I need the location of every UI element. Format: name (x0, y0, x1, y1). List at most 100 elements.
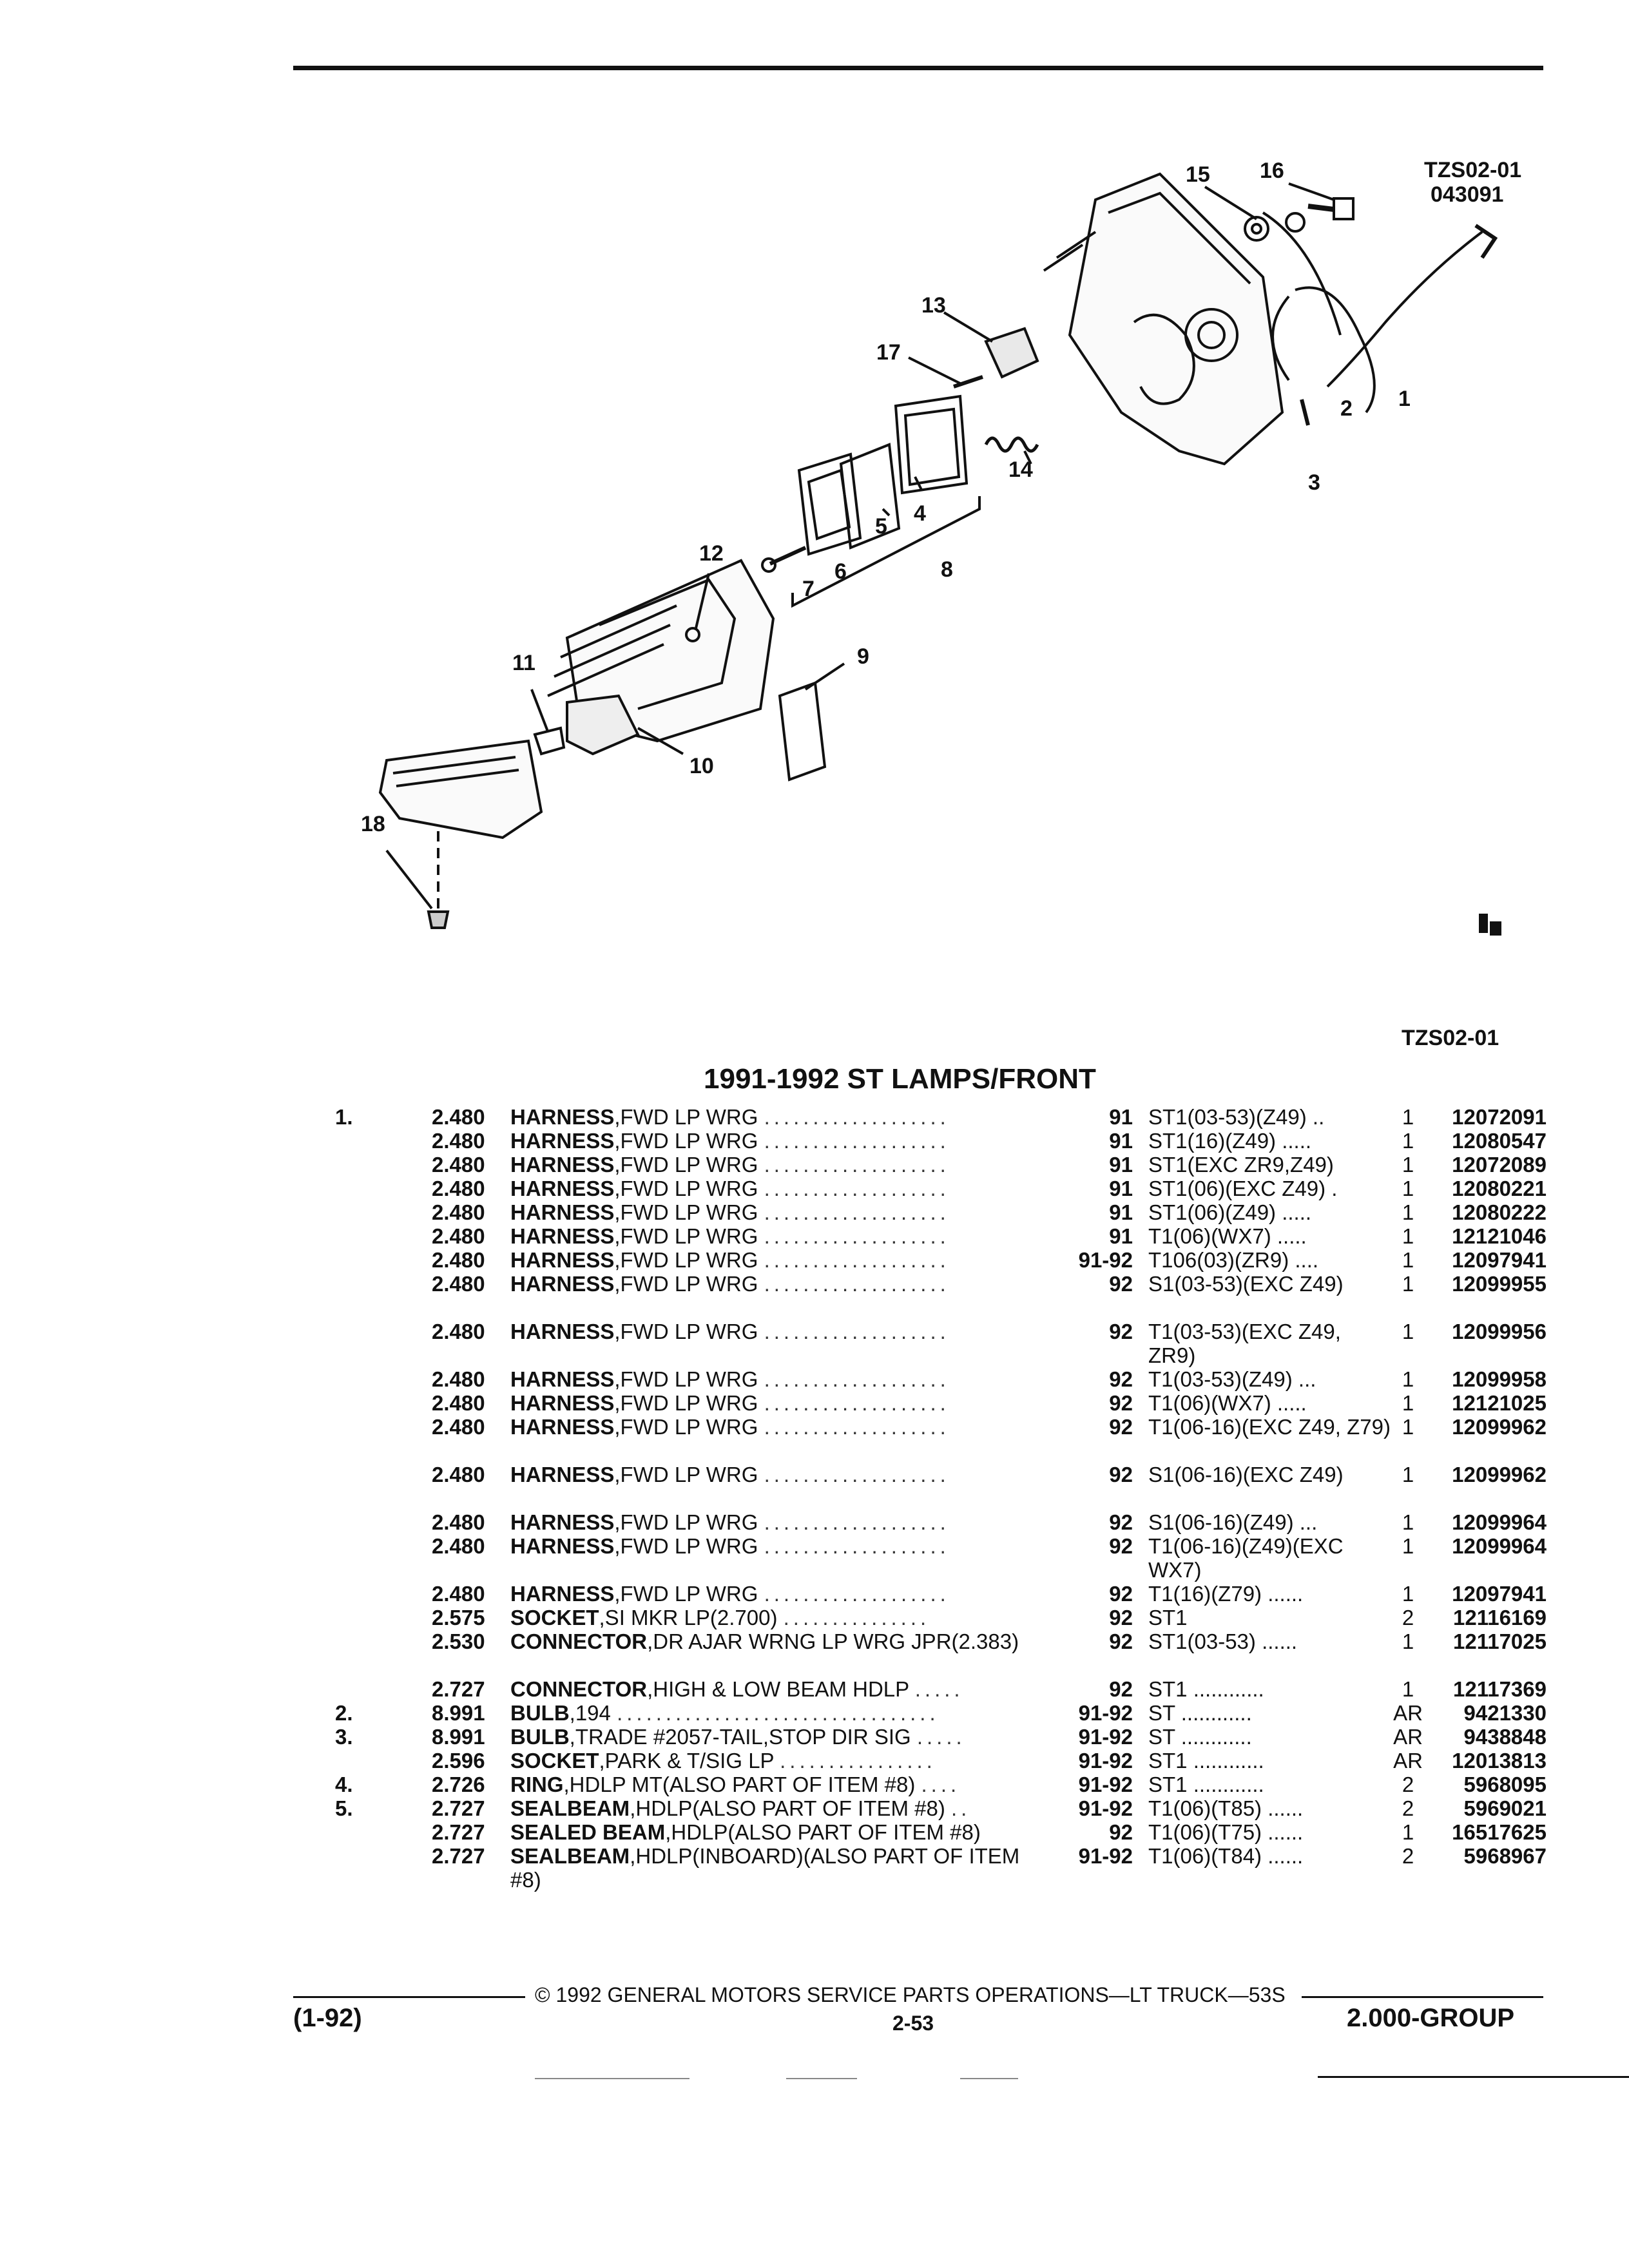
part-detail: ,FWD LP WRG (614, 1534, 758, 1558)
group-number: 2.480 (432, 1320, 485, 1343)
model-application: S1(06-16)(Z49) ... (1148, 1510, 1318, 1534)
part-number: 12072091 (1452, 1105, 1547, 1129)
part-name: HARNESS (510, 1272, 615, 1296)
part-detail: ,HDLP MT(ALSO PART OF ITEM #8) (563, 1773, 916, 1796)
item-ref: 5. (335, 1796, 353, 1820)
part-number: 12117025 (1452, 1629, 1547, 1653)
part-description: SOCKET,SI MKR LP(2.700) ............... (510, 1606, 1039, 1629)
part-name: HARNESS (510, 1129, 615, 1153)
quantity: AR (1393, 1749, 1423, 1773)
footer-rule-right (1302, 1996, 1543, 1998)
part-description: HARNESS,FWD LP WRG ................... (510, 1534, 1039, 1558)
leader-dots: ................... (764, 1510, 950, 1534)
part-detail: ,FWD LP WRG (614, 1367, 758, 1391)
part-name: HARNESS (510, 1510, 615, 1534)
leader-dots: ................... (764, 1272, 950, 1296)
group-number: 2.727 (432, 1796, 485, 1820)
part-description: HARNESS,FWD LP WRG ................... (510, 1582, 1039, 1606)
group-number: 2.480 (432, 1367, 485, 1391)
part-number: 12097941 (1452, 1248, 1547, 1272)
part-description: HARNESS,FWD LP WRG ................... (510, 1391, 1039, 1415)
quantity: 1 (1402, 1677, 1414, 1701)
part-name: HARNESS (510, 1415, 615, 1439)
model-years: 91-92 (1078, 1749, 1133, 1773)
model-application: ST1(03-53)(Z49) .. (1148, 1105, 1325, 1129)
leader-dots: ................... (764, 1415, 950, 1439)
item-ref: 1. (335, 1105, 353, 1129)
part-detail: ,194 (569, 1701, 611, 1725)
quantity: 1 (1402, 1272, 1414, 1296)
group-number: 2.575 (432, 1606, 485, 1629)
part-detail: ,FWD LP WRG (614, 1582, 758, 1606)
leader-dots: ................... (764, 1224, 950, 1248)
part-detail: ,HDLP(ALSO PART OF ITEM #8) (665, 1820, 981, 1844)
part-detail: ,FWD LP WRG (614, 1463, 758, 1486)
part-number: 12099962 (1452, 1463, 1547, 1486)
model-application: S1(03-53)(EXC Z49) (1148, 1272, 1344, 1296)
part-detail: ,SI MKR LP(2.700) (599, 1606, 778, 1629)
part-description: CONNECTOR,DR AJAR WRNG LP WRG JPR(2.383) (510, 1629, 1039, 1653)
part-name: HARNESS (510, 1224, 615, 1248)
quantity: AR (1393, 1701, 1423, 1725)
callout-7: 7 (802, 577, 815, 601)
part-name: HARNESS (510, 1582, 615, 1606)
callout-8: 8 (941, 557, 953, 582)
model-application: T1(06)(T84) ...... (1148, 1844, 1304, 1868)
model-years: 91 (1109, 1129, 1133, 1153)
part-description: HARNESS,FWD LP WRG ................... (510, 1200, 1039, 1224)
callout-17: 17 (876, 340, 901, 365)
group-number: 2.596 (432, 1749, 485, 1773)
model-application: T1(06-16)(Z49)(EXC WX7) (1148, 1534, 1344, 1582)
quantity: 1 (1402, 1129, 1414, 1153)
bottom-rule-1 (535, 2078, 689, 2079)
callout-9: 9 (857, 644, 869, 669)
top-rule (293, 66, 1543, 70)
part-description: HARNESS,FWD LP WRG ................... (510, 1463, 1039, 1486)
leader-dots: ................... (764, 1200, 950, 1224)
part-number: 12099964 (1452, 1534, 1547, 1558)
model-application: ST ............ (1148, 1725, 1252, 1749)
part-detail: ,DR AJAR WRNG LP WRG JPR(2.383) (647, 1629, 1019, 1653)
part-name: SOCKET (510, 1749, 599, 1773)
part-number: 16517625 (1452, 1820, 1547, 1844)
callout-14: 14 (1008, 457, 1033, 482)
model-application: ST1(16)(Z49) ..... (1148, 1129, 1312, 1153)
footer-date: (1-92) (293, 2004, 362, 2032)
part-name: BULB (510, 1701, 570, 1725)
model-years: 91-92 (1078, 1844, 1133, 1868)
part-number: 12080547 (1452, 1129, 1547, 1153)
group-number: 2.726 (432, 1773, 485, 1796)
quantity: 1 (1402, 1367, 1414, 1391)
part-description: RING,HDLP MT(ALSO PART OF ITEM #8) .... (510, 1773, 1039, 1796)
part-name: HARNESS (510, 1248, 615, 1272)
part-detail: ,FWD LP WRG (614, 1391, 758, 1415)
group-number: 2.480 (432, 1248, 485, 1272)
model-years: 92 (1109, 1415, 1133, 1439)
group-number: 2.480 (432, 1105, 485, 1129)
part-description: HARNESS,FWD LP WRG ................... (510, 1510, 1039, 1534)
part-name: RING (510, 1773, 564, 1796)
model-application: T1(16)(Z79) ...... (1148, 1582, 1304, 1606)
diagram-code: TZS02-01 (1424, 158, 1522, 182)
part-description: HARNESS,FWD LP WRG ................... (510, 1105, 1039, 1129)
part-name: SEALBEAM (510, 1796, 630, 1820)
part-number: 12013813 (1452, 1749, 1547, 1773)
part-description: SEALED BEAM,HDLP(ALSO PART OF ITEM #8) (510, 1820, 1039, 1844)
model-years: 92 (1109, 1272, 1133, 1296)
part-name: HARNESS (510, 1463, 615, 1486)
model-application: ST1(06)(EXC Z49) . (1148, 1177, 1338, 1200)
quantity: AR (1393, 1725, 1423, 1749)
quantity: 1 (1402, 1153, 1414, 1177)
model-years: 92 (1109, 1606, 1133, 1629)
leader-dots: .. (950, 1796, 971, 1820)
group-number: 2.727 (432, 1844, 485, 1868)
